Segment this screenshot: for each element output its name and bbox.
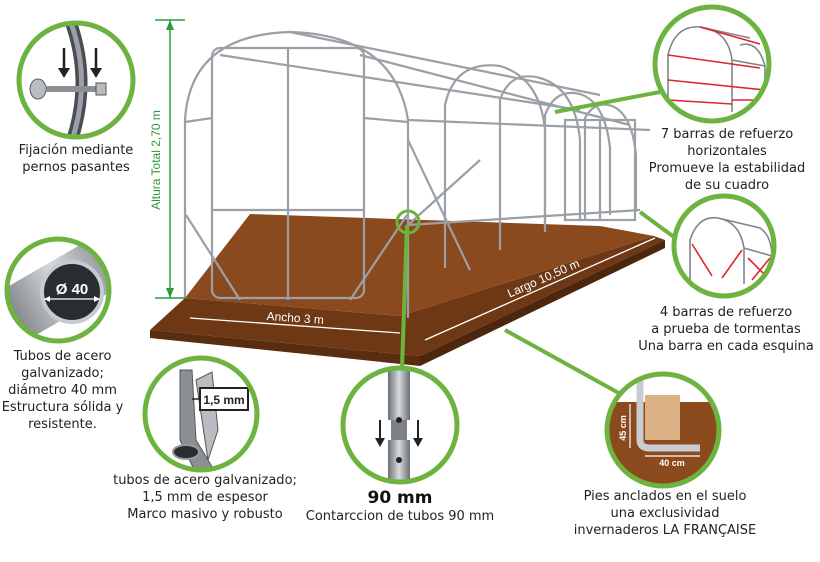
height-label: Altura Total 2,70 m: [149, 110, 163, 210]
thickness-badge: 1,5 mm: [203, 393, 244, 407]
bolt-icon: [29, 78, 107, 100]
contraction-caption: Contarccion de tubos 90 mm: [300, 508, 500, 525]
anchor-depth-label: 45 cm: [618, 415, 628, 441]
caption-line: Marco masivo y robusto: [127, 507, 283, 522]
caption-line: Contarccion de tubos 90 mm: [305, 509, 495, 524]
joint-highlight: [395, 209, 421, 235]
caption-line: Pies anclados en el suelo: [583, 489, 747, 504]
height-dimension: Altura Total 2,70 m: [149, 19, 185, 299]
caption-line: 4 barras de refuerzo: [659, 305, 793, 320]
caption-line: Fijación mediante: [18, 143, 134, 158]
horizontal-bars-caption: 7 barras de refuerzo horizontales Promue…: [642, 126, 812, 194]
thickness-caption: tubos de acero galvanizado; 1,5 mm de es…: [100, 472, 310, 523]
storm-bars-callout: [671, 193, 777, 299]
thickness-callout: 1,5 mm: [142, 355, 260, 473]
caption-line: una exclusividad: [610, 506, 720, 521]
caption-line: Tubos de acero: [13, 349, 112, 364]
caption-line: 1,5 mm de espesor: [142, 490, 268, 505]
tube-diameter-badge: Ø 40: [56, 281, 89, 298]
arrow-down-icon: [375, 420, 423, 447]
anchor-width-label: 40 cm: [659, 458, 685, 468]
caption-line: de su cuadro: [684, 178, 770, 193]
horizontal-bars-callout: [652, 4, 772, 124]
caption-line: 7 barras de refuerzo: [660, 127, 794, 142]
caption-line: galvanizado;: [21, 366, 104, 381]
caption-line: diámetro 40 mm: [8, 383, 117, 398]
caption-line: Estructura sólida y: [1, 400, 124, 415]
greenhouse-frame: [183, 30, 651, 318]
caption-line: Promueve la estabilidad: [648, 161, 806, 176]
caption-line: invernaderos LA FRANÇAISE: [573, 523, 757, 538]
anchor-caption: Pies anclados en el suelo una exclusivid…: [560, 488, 770, 539]
caption-line: a prueba de tormentas: [651, 322, 801, 337]
connector-lines: [400, 90, 680, 404]
caption-line: pernos pasantes: [22, 160, 130, 175]
tube-diameter-callout: Ø 40: [4, 236, 112, 344]
caption-line: horizontales: [687, 144, 767, 159]
storm-bars-caption: 4 barras de refuerzo a prueba de torment…: [636, 304, 816, 355]
caption-line: resistente.: [28, 417, 97, 432]
contraction-callout: [340, 365, 460, 485]
anchor-callout: 45 cm 40 cm: [604, 371, 722, 489]
caption-line: tubos de acero galvanizado;: [113, 473, 297, 488]
width-dimension: Ancho 3 m: [189, 309, 401, 334]
bolts-caption: Fijación mediante pernos pasantes: [0, 142, 152, 176]
soil-base: [150, 214, 665, 366]
tube-diameter-caption: Tubos de acero galvanizado; diámetro 40 …: [0, 348, 125, 433]
caption-line: Una barra en cada esquina: [638, 339, 814, 354]
width-label: Ancho 3 m: [266, 309, 324, 327]
bolts-callout: [16, 20, 136, 140]
arrow-down-icon: [58, 48, 102, 78]
contraction-title: 90 mm: [367, 488, 433, 508]
